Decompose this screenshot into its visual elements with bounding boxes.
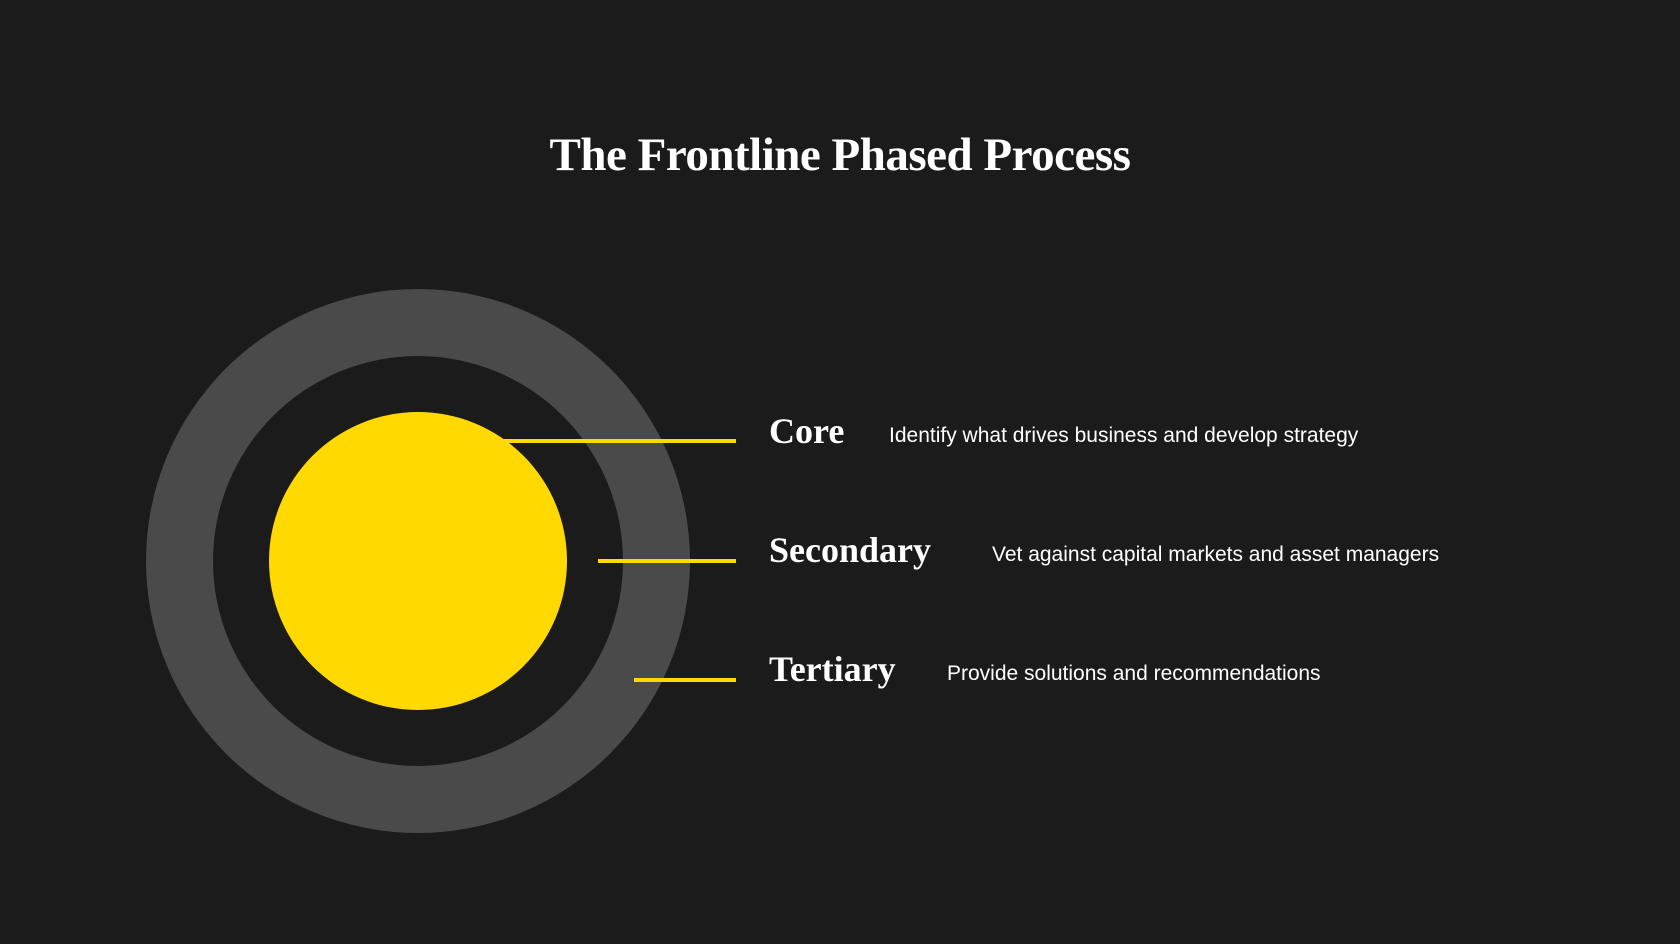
phase-label-tertiary: Tertiary	[769, 649, 896, 689]
phase-label-core: Core	[769, 411, 845, 451]
tertiary-connector-line	[634, 678, 736, 682]
phase-description-core: Identify what drives business and develo…	[889, 424, 1359, 447]
slide-title: The Frontline Phased Process	[549, 129, 1131, 181]
phase-description-secondary: Vet against capital markets and asset ma…	[992, 543, 1440, 566]
core-circle	[269, 412, 567, 710]
secondary-connector-line	[598, 559, 736, 563]
core-connector-line	[504, 439, 736, 443]
phase-description-tertiary: Provide solutions and recommendations	[947, 662, 1321, 685]
phase-label-secondary: Secondary	[769, 530, 931, 570]
